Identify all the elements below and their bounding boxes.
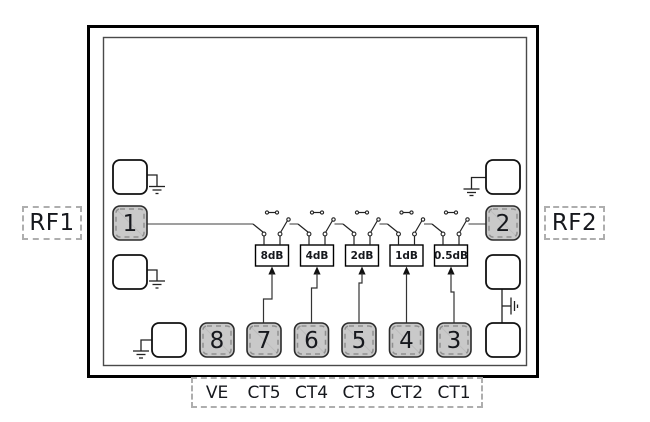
control-lines (262, 273, 455, 323)
chip-package-outline (87, 25, 539, 378)
die-outline (102, 36, 528, 367)
rf2-port-label-box: RF2 (544, 206, 605, 240)
bypass-switch (252, 211, 289, 245)
ground-symbol-top-right (463, 176, 486, 197)
attenuator-stage-8db: 8dB (252, 210, 291, 275)
control-arrow (358, 266, 366, 275)
pad-pin4-ct2: 4 (388, 322, 425, 358)
bypass-switch (342, 211, 379, 245)
control-labels-box: VE CT5 CT4 CT3 CT2 CT1 (191, 377, 483, 408)
control-label-ct2: CT2 (389, 382, 424, 403)
switch-contacts (351, 210, 381, 237)
control-label-ve: VE (205, 382, 229, 403)
pad-pin5-ct3: 5 (341, 322, 377, 358)
pad-pin7-ct5: 7 (246, 322, 282, 358)
attenuator-stage-0p5db: 0.5dB (431, 210, 470, 275)
ground-pad-mid-left (112, 254, 148, 290)
attenuator-value-label: 0.5dB (434, 250, 468, 262)
ground-symbol-bottom-left (133, 339, 152, 359)
pad-pin1-rf1: 1 (112, 205, 148, 241)
attenuator-stage-1db: 1dB (387, 210, 426, 275)
ground-symbol-right-sideways (501, 289, 519, 323)
pad-pin6-ct4: 6 (293, 322, 330, 358)
bypass-switch (297, 211, 334, 245)
switch-contacts (440, 210, 470, 237)
switch-contacts (261, 210, 291, 237)
attenuator-box (344, 244, 380, 267)
attenuator-value-label: 1dB (395, 250, 418, 262)
control-label-ct3: CT3 (342, 382, 376, 403)
ground-symbol-mid-left (147, 269, 165, 289)
control-label-ct1: CT1 (437, 382, 471, 403)
attenuator-value-label: 8dB (261, 250, 284, 262)
rf2-port-label: RF2 (551, 210, 598, 236)
control-line-ct1 (450, 273, 455, 323)
pad-number: 6 (304, 328, 319, 354)
control-line-ct5 (262, 273, 273, 323)
attenuator-value-label: 2dB (351, 250, 374, 262)
control-line-ct4 (310, 273, 318, 323)
control-arrow (268, 266, 276, 275)
pad-number: 1 (123, 211, 138, 237)
pad-number: 4 (399, 328, 414, 354)
control-arrow (402, 266, 411, 275)
pad-pin8-ve: 8 (199, 322, 235, 358)
attenuator-box (254, 244, 290, 267)
control-label-ct5: CT5 (247, 382, 281, 403)
control-arrow (447, 266, 455, 275)
attenuator-box (299, 244, 335, 267)
pad-pin3-ct1: 3 (436, 322, 472, 358)
switch-contacts (306, 210, 336, 237)
ground-pad-bottom-left (151, 322, 187, 358)
control-arrow (313, 266, 321, 275)
control-line-ct3 (358, 273, 363, 323)
attenuator-box (433, 244, 469, 267)
rf1-port-label-box: RF1 (22, 206, 82, 240)
bypass-switch (431, 211, 468, 245)
rf1-port-label: RF1 (29, 210, 75, 236)
pad-number: 3 (447, 328, 462, 354)
pad-pin2-rf2: 2 (485, 205, 521, 241)
pad-number: 7 (257, 328, 272, 354)
ground-pad-top-left (112, 159, 148, 195)
switch-contacts (396, 210, 426, 237)
ground-pad-top-right (485, 159, 521, 195)
attenuator-value-label: 4dB (306, 250, 329, 262)
attenuator-box (389, 244, 424, 267)
attenuator-stage-2db: 2dB (342, 210, 381, 275)
bypass-switch (387, 211, 423, 245)
pad-number: 2 (496, 211, 511, 237)
ground-pad-bottom-right (485, 322, 521, 358)
pad-number: 8 (210, 328, 225, 354)
ground-symbol-top-left (147, 174, 165, 195)
control-label-ct4: CT4 (294, 382, 329, 403)
attenuator-stage-4db: 4dB (297, 210, 336, 275)
pad-number: 5 (352, 328, 367, 354)
ground-pad-mid-right (485, 254, 521, 290)
